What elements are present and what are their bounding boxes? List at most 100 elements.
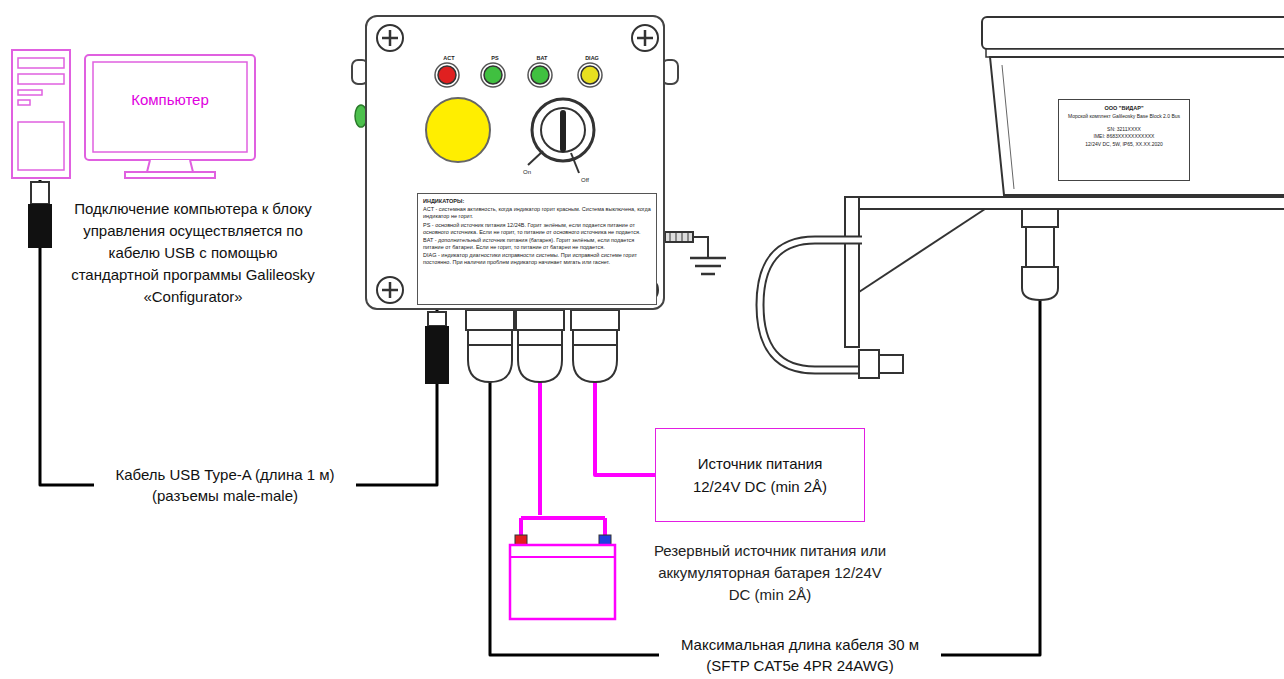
indicator-plate-text: DIAG - индикатор диагностики исправности…	[423, 252, 651, 266]
power-supply-box: Источник питания 12/24V DC (min 2Å)	[655, 428, 865, 522]
u-bolt	[859, 350, 879, 378]
cable-gland	[466, 310, 514, 330]
battery-drawing	[505, 515, 620, 622]
computer-drawing	[93, 62, 247, 152]
cable-label: Максимальная длина кабеля 30 м (SFTP CAT…	[659, 634, 941, 676]
computer-drawing	[18, 122, 64, 170]
computer-drawing	[147, 160, 193, 172]
cable-gland	[466, 310, 619, 382]
cable-gland	[1022, 209, 1058, 300]
computer: Компьютер	[10, 48, 262, 180]
control-unit-text: BAT	[522, 55, 562, 61]
indicator-plate: ИНДИКАТОРЫ:ACT - системная активность, к…	[417, 193, 657, 305]
control-unit-drawing	[382, 30, 398, 46]
indicator-plate-text: ИНДИКАТОРЫ:	[423, 198, 651, 205]
control-unit-drawing	[382, 282, 398, 298]
control-unit-drawing	[528, 63, 552, 87]
usb-plug	[425, 326, 449, 384]
battery-drawing	[521, 518, 605, 537]
control-unit-text: PS	[475, 55, 515, 61]
cable-gland	[1026, 227, 1054, 267]
battery-drawing	[599, 535, 611, 545]
control-unit-drawing	[637, 30, 653, 46]
battery-drawing	[510, 545, 615, 619]
computer-drawing	[18, 58, 64, 68]
mounting-bracket	[845, 197, 1284, 347]
control-unit-drawing	[632, 25, 658, 51]
control-unit-drawing	[541, 108, 585, 152]
terminal-enclosure-text: Морской комплект Galileosky Base Block 2…	[1063, 113, 1185, 120]
battery-drawing	[515, 535, 527, 545]
power-supply-box-text: Источник питания 12/24V DC (min 2Å)	[684, 452, 836, 498]
cable-gland	[468, 330, 512, 382]
control-unit-text: On	[515, 169, 539, 176]
terminal-enclosure-text: ООО "ВИДАР"	[1063, 105, 1185, 112]
terminal-enclosure: ООО "ВИДАР"Морской комплект Galileosky B…	[980, 15, 1284, 197]
indicator-plate-text: PS - основной источник питания 12/24В. Г…	[423, 222, 651, 236]
cable-gland	[1022, 267, 1058, 300]
usb-plug	[428, 312, 446, 326]
battery: Резервный источник питания или аккумулят…	[505, 515, 620, 622]
control-unit-drawing	[484, 66, 502, 84]
computer-drawing	[85, 55, 255, 160]
control-unit-text: DIAG	[572, 55, 612, 61]
terminal-enclosure-text: IMEI: 8683XXXXXXXXXXX	[1063, 133, 1185, 140]
cable-gland	[518, 330, 562, 382]
usb-plug	[28, 204, 52, 248]
computer-drawing	[18, 74, 64, 84]
cable-gland	[468, 344, 512, 346]
control-unit-drawing	[560, 113, 566, 149]
computer-drawing	[18, 100, 30, 105]
control-unit-drawing	[481, 63, 505, 87]
usb-plug	[31, 182, 49, 204]
mounting-bracket	[859, 209, 985, 292]
ground-terminal	[690, 258, 726, 274]
mounting-bracket	[845, 197, 1284, 209]
control-unit-drawing	[578, 63, 602, 87]
computer-drawing	[12, 50, 255, 178]
u-bolt	[760, 240, 862, 370]
computer-drawing	[10, 48, 262, 180]
terminal-enclosure-text: SN: 3211XXXX	[1063, 126, 1185, 133]
cable-gland	[518, 344, 562, 346]
computer-text: Компьютер	[95, 91, 245, 108]
battery-drawing	[510, 518, 615, 619]
ground-terminal	[670, 232, 688, 242]
control-unit-drawing	[435, 63, 459, 87]
mounting-bracket	[845, 197, 859, 347]
cable-label: Кабель USB Type-A (длина 1 м) (разъемы m…	[94, 464, 356, 506]
computer-drawing	[18, 90, 42, 95]
indicator-plate-text: BAT - дополнительный источник питания (б…	[423, 237, 651, 251]
cable-gland	[516, 310, 564, 330]
control-unit-drawing	[581, 66, 599, 84]
cable-gland	[1022, 209, 1058, 227]
control-unit-text: ACT	[429, 55, 469, 61]
ground-terminal	[665, 232, 726, 274]
control-unit-drawing	[571, 153, 579, 173]
cable-gland	[573, 330, 617, 382]
terminal-enclosure-drawing	[986, 49, 1284, 57]
name-plate: ООО "ВИДАР"Морской комплект Galileosky B…	[1058, 99, 1190, 181]
u-bolt	[879, 355, 903, 373]
ground-terminal	[693, 237, 708, 258]
control-unit-drawing	[531, 66, 549, 84]
terminal-enclosure-drawing	[982, 17, 1284, 195]
control-unit-text: Off	[573, 177, 597, 184]
terminal-enclosure-drawing	[1002, 65, 1014, 189]
control-unit-drawing	[528, 151, 543, 165]
computer-drawing	[12, 50, 70, 178]
u-bolt	[760, 240, 903, 378]
cable-gland	[571, 310, 619, 330]
cable-gland	[573, 344, 617, 346]
battery-text: Резервный источник питания или аккумулят…	[650, 540, 890, 606]
control-unit-drawing	[377, 277, 403, 303]
battery-drawing	[510, 556, 615, 558]
note-text: Подключение компьютера к блоку управлени…	[68, 198, 318, 308]
control-unit: ACT PS BAT DIAG OnOffИНДИКАТОРЫ:ACT - систем…	[365, 15, 665, 310]
terminal-enclosure-drawing	[990, 57, 1284, 195]
ground-terminal	[665, 232, 693, 242]
control-unit-drawing	[438, 66, 456, 84]
control-unit-drawing	[426, 98, 490, 162]
terminal-enclosure-text: 12/24V DC, 5W, IP65, XX.XX.2020	[1063, 141, 1185, 148]
